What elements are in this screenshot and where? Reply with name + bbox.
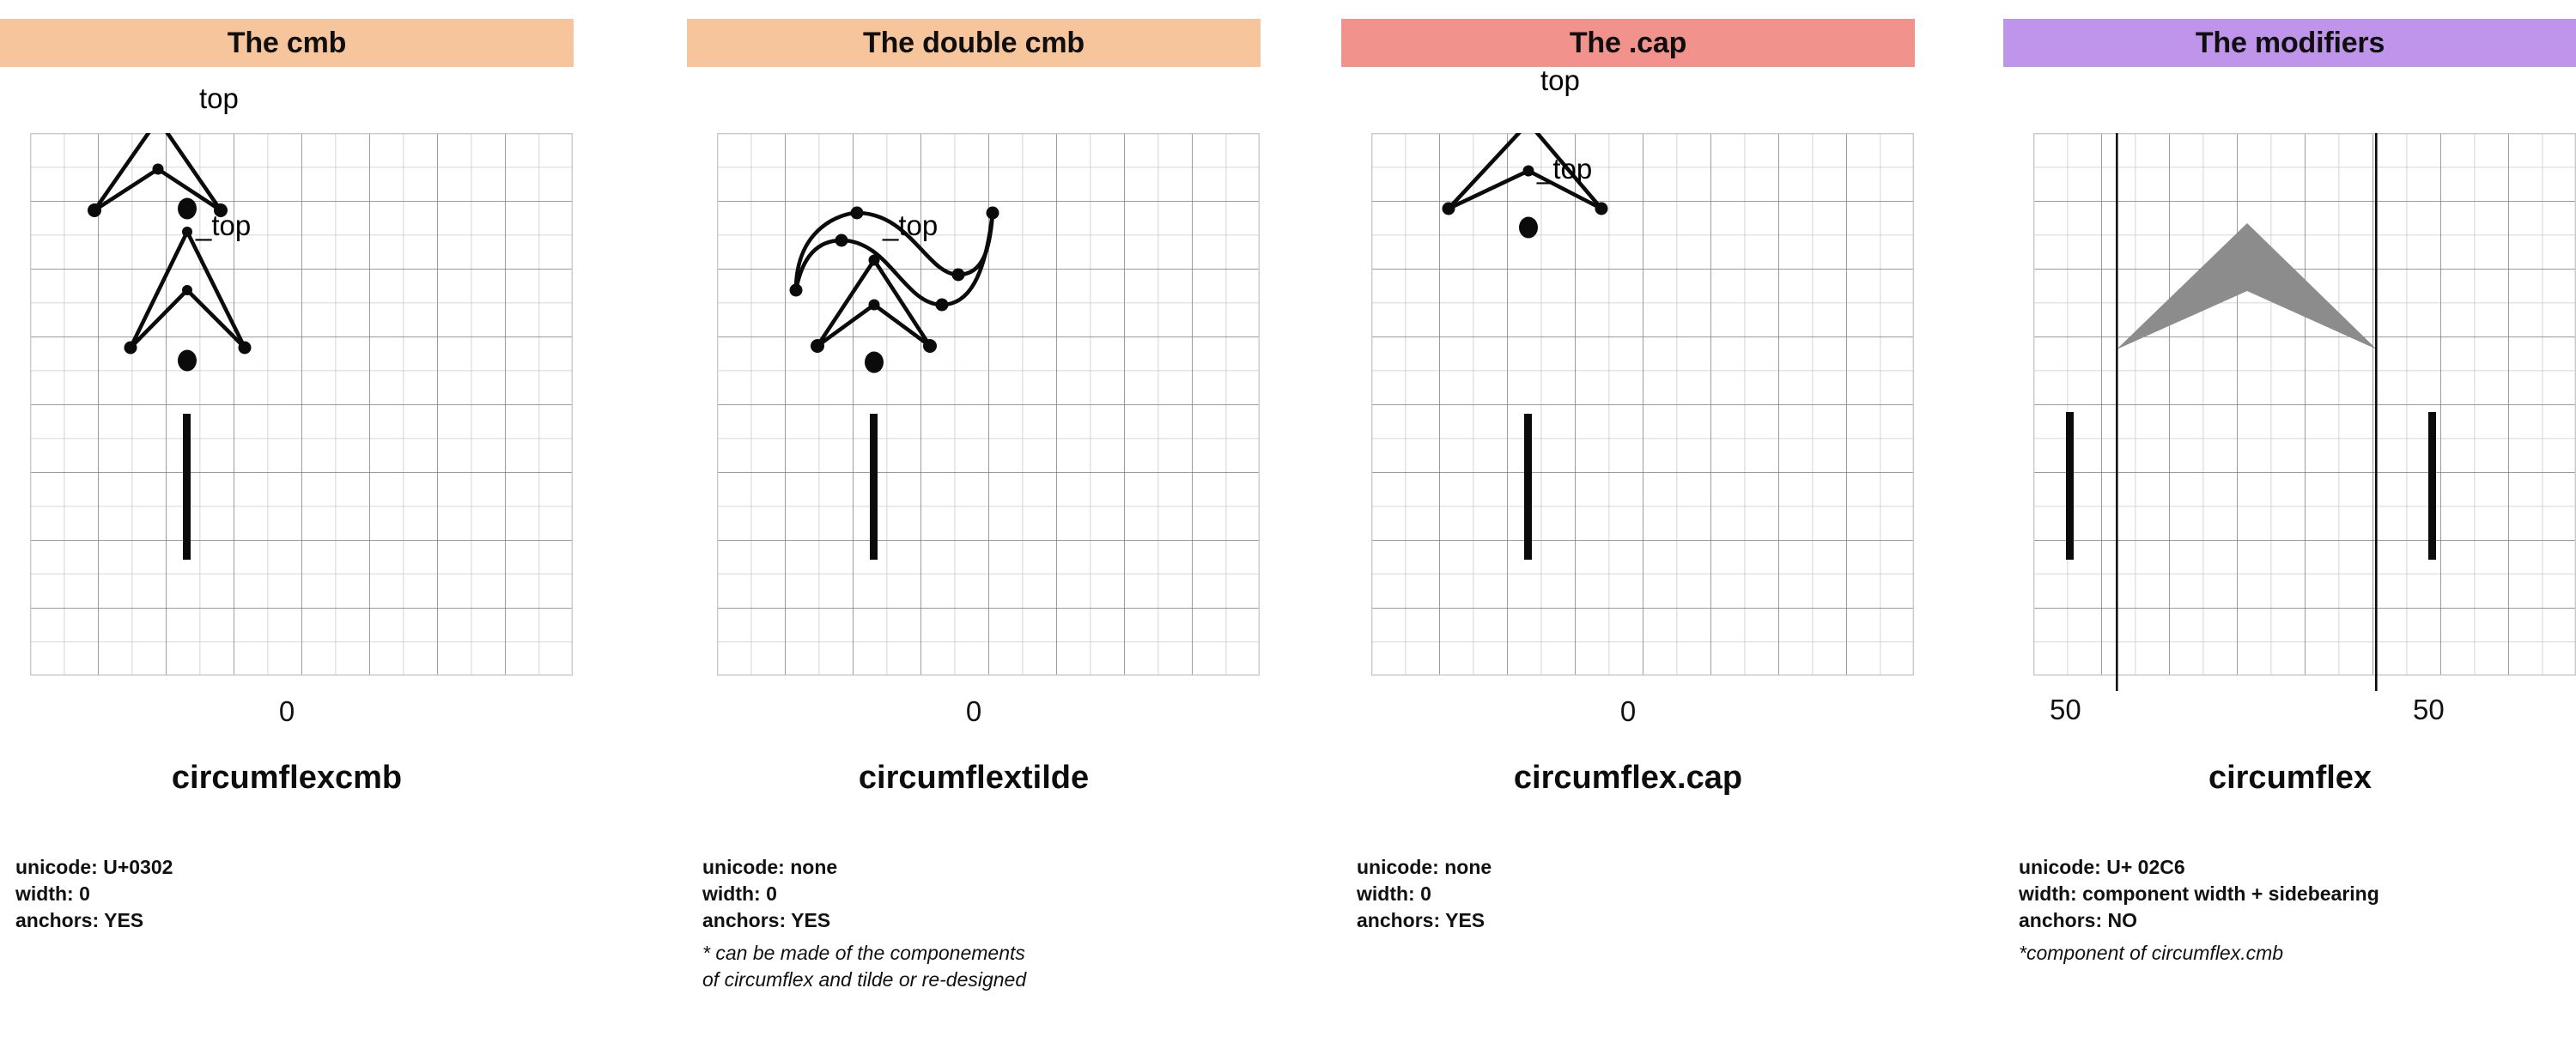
panel-header-cap: The .cap xyxy=(1341,19,1915,67)
origin-stem xyxy=(1524,414,1532,560)
panel-cap: The .cap xyxy=(1341,0,1915,1061)
meta-anchors: anchors: YES xyxy=(15,909,144,931)
glyph-name-modifiers: circumflex xyxy=(2208,760,2372,796)
grid-canvas xyxy=(30,133,573,676)
origin-stem xyxy=(183,414,191,560)
meta-unicode: unicode: none xyxy=(1357,856,1492,878)
glyph-vector-double-cmb xyxy=(789,206,999,560)
anchor-bottom-top xyxy=(865,351,884,373)
panel-header-cmb: The cmb xyxy=(0,19,574,67)
sidebearing-label-right: 50 xyxy=(2413,694,2445,725)
glyph-vector-modifiers xyxy=(2066,133,2436,691)
panel-double-cmb: The double cmb xyxy=(687,0,1261,1061)
glyph-grid-modifiers xyxy=(2033,133,2576,676)
glyph-name-cmb: circumflexcmb xyxy=(171,760,403,796)
meta-width: width: 0 xyxy=(15,882,90,905)
glyph-grid-double-cmb xyxy=(717,133,1260,676)
panel-cmb: The cmb xyxy=(0,0,574,1061)
sidebearing-labels: 50 50 xyxy=(2003,694,2576,728)
grid-canvas xyxy=(1371,133,1914,676)
glyph-meta-modifiers: unicode: U+ 02C6 width: component width … xyxy=(2019,854,2568,934)
sidebearing-label-left: 50 xyxy=(2050,694,2081,725)
glyph-name-cap: circumflex.cap xyxy=(1513,760,1743,796)
glyph-note-double-cmb: * can be made of the componements of cir… xyxy=(702,942,1027,991)
grid-canvas xyxy=(717,133,1260,676)
anchor-top xyxy=(178,197,197,220)
outline-nodes xyxy=(88,163,228,217)
grid-canvas xyxy=(2033,133,2576,676)
panel-title: The modifiers xyxy=(2195,26,2385,59)
tilde-nodes xyxy=(789,206,999,312)
glyph-grid-cap xyxy=(1371,133,1914,676)
meta-anchors: anchors: YES xyxy=(702,909,831,931)
anchor-label-top: top xyxy=(199,82,239,114)
origin-stem xyxy=(870,414,878,560)
circumflex-nodes xyxy=(811,254,937,353)
circumflex-filled-shape xyxy=(2117,223,2377,349)
meta-unicode: unicode: U+ 02C6 xyxy=(2019,856,2185,878)
node-points xyxy=(124,227,252,355)
tilde-outline xyxy=(793,210,995,307)
glyph-meta-cmb: unicode: U+0302 width: 0 anchors: YES xyxy=(15,854,565,934)
left-bearing-line xyxy=(2116,133,2118,691)
right-sidebearing-stem xyxy=(2428,412,2436,560)
panel-modifiers: The modifiers xyxy=(2003,0,2576,1061)
meta-width: width: component width + sidebearing xyxy=(2019,882,2379,905)
panel-header-double-cmb: The double cmb xyxy=(687,19,1261,67)
cap-nodes xyxy=(1442,165,1608,215)
glyph-vector-cap xyxy=(1442,133,1608,560)
glyph-meta-cap: unicode: none width: 0 anchors: YES xyxy=(1357,854,1906,934)
right-bearing-line xyxy=(2375,133,2378,691)
meta-anchors: anchors: NO xyxy=(2019,909,2138,931)
meta-width: width: 0 xyxy=(1357,882,1431,905)
origin-label-double-cmb: 0 xyxy=(965,695,982,727)
anchor-bottom-top xyxy=(178,349,197,372)
anchor-label-top: top xyxy=(1540,64,1580,96)
meta-anchors: anchors: YES xyxy=(1357,909,1485,931)
circumflex-cap-outline xyxy=(1446,133,1604,211)
origin-label-cap: 0 xyxy=(1619,695,1637,727)
panel-title: The cmb xyxy=(227,26,347,59)
anchor-bottom-top xyxy=(1519,216,1538,239)
glyph-vector-cmb xyxy=(124,197,252,560)
panel-header-modifiers: The modifiers xyxy=(2003,19,2576,67)
meta-unicode: unicode: none xyxy=(702,856,838,878)
glyph-name-double-cmb: circumflextilde xyxy=(858,760,1090,796)
glyph-meta-double-cmb: unicode: none width: 0 anchors: YES xyxy=(702,854,1252,934)
panel-title: The double cmb xyxy=(863,26,1084,59)
left-sidebearing-stem xyxy=(2066,412,2074,560)
glyph-note-modifiers: *component of circumflex.cmb xyxy=(2019,942,2284,964)
meta-width: width: 0 xyxy=(702,882,777,905)
panel-title: The .cap xyxy=(1569,26,1687,59)
glyph-grid-cmb xyxy=(30,133,573,676)
origin-label-cmb: 0 xyxy=(278,695,295,727)
meta-unicode: unicode: U+0302 xyxy=(15,856,173,878)
